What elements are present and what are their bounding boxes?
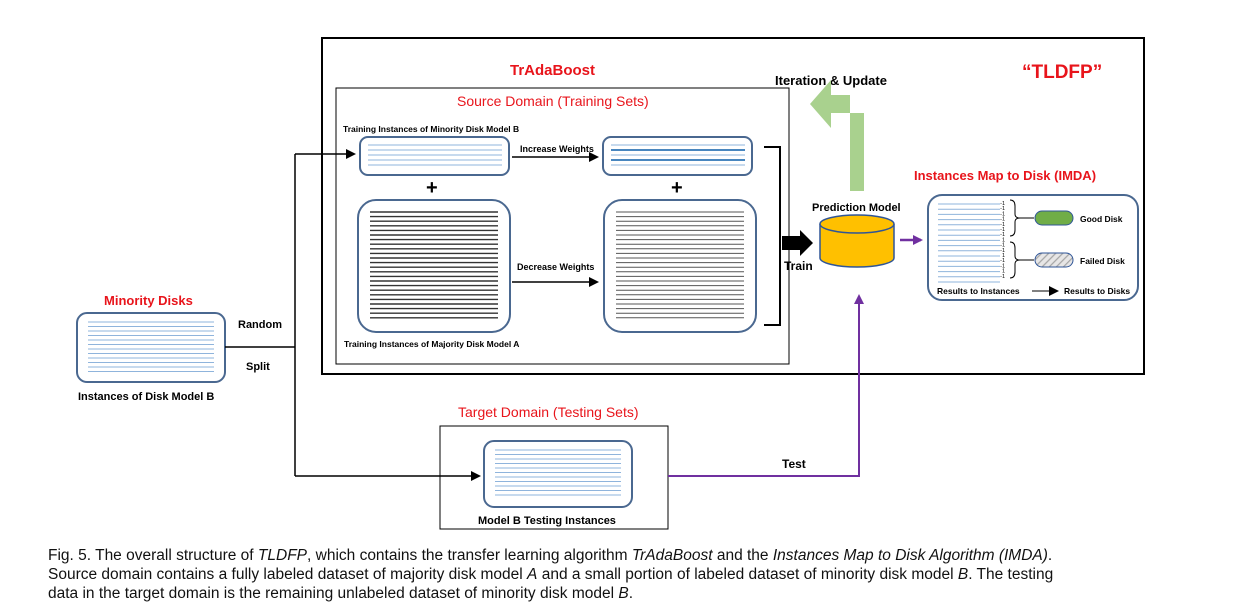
caption-line-3: data in the target domain is the remaini… bbox=[48, 585, 634, 602]
imda-value: 1 bbox=[1002, 237, 1005, 243]
imda-value: -1 bbox=[1000, 222, 1005, 228]
plus-icon-right: + bbox=[671, 177, 683, 199]
split-label: Split bbox=[246, 361, 270, 373]
source-domain-box bbox=[335, 87, 790, 365]
imda-value: -1 bbox=[1000, 201, 1005, 207]
instances-b-box bbox=[76, 312, 226, 383]
tradaboost-title: TrAdaBoost bbox=[510, 62, 595, 79]
target-domain-title: Target Domain (Testing Sets) bbox=[458, 404, 639, 420]
minority-disks-title: Minority Disks bbox=[104, 293, 193, 308]
tldfp-frame bbox=[321, 37, 1145, 375]
plus-icon-left: + bbox=[426, 177, 438, 199]
random-label: Random bbox=[238, 319, 282, 331]
instances-b-lines bbox=[88, 321, 214, 372]
results-to-disks-label: Results to Disks bbox=[1064, 286, 1130, 296]
imda-value: -1 bbox=[1000, 211, 1005, 217]
failed-disk-label: Failed Disk bbox=[1080, 256, 1125, 266]
training-bracket bbox=[764, 146, 781, 326]
imda-value: -1 bbox=[1000, 274, 1005, 280]
imda-value: -1 bbox=[1000, 217, 1005, 223]
imda-values: -1-1-1-1-1-1-11-1-11-1-11-1 bbox=[1000, 201, 1005, 280]
imda-value: -1 bbox=[1000, 227, 1005, 233]
testing-instances-box bbox=[483, 440, 633, 508]
source-domain-title: Source Domain (Training Sets) bbox=[457, 93, 649, 109]
imda-box bbox=[927, 194, 1139, 301]
prediction-model-label: Prediction Model bbox=[812, 202, 901, 214]
weighted-majority-lines bbox=[616, 211, 744, 319]
caption-line-1: Fig. 5. The overall structure of TLDFP, … bbox=[48, 547, 1053, 564]
imda-value: 1 bbox=[1002, 269, 1005, 275]
train-label: Train bbox=[784, 259, 813, 273]
testing-instances-label: Model B Testing Instances bbox=[478, 515, 616, 527]
results-to-instances-label: Results to Instances bbox=[937, 286, 1020, 296]
caption-line-2: Source domain contains a fully labeled d… bbox=[48, 566, 1054, 583]
minority-training-lines bbox=[368, 144, 502, 166]
imda-value: -1 bbox=[1000, 258, 1005, 264]
imda-value: -1 bbox=[1000, 232, 1005, 238]
imda-value: 1 bbox=[1002, 253, 1005, 259]
target-domain-box bbox=[439, 425, 669, 530]
weighted-majority-box bbox=[603, 199, 757, 333]
train-arrow bbox=[782, 230, 813, 256]
weighted-minority-box bbox=[602, 136, 753, 176]
increase-weights-label: Increase Weights bbox=[520, 144, 594, 154]
testing-instances-lines bbox=[495, 449, 621, 496]
tldfp-title: “TLDFP” bbox=[1022, 62, 1102, 83]
imda-value: -1 bbox=[1000, 243, 1005, 249]
instances-b-label: Instances of Disk Model B bbox=[78, 391, 214, 403]
imda-value: -1 bbox=[1000, 248, 1005, 254]
good-disk-label: Good Disk bbox=[1080, 214, 1123, 224]
tldfp-diagram: TrAdaBoost “TLDFP” Iteration & Update So… bbox=[76, 37, 1145, 530]
imda-title: Instances Map to Disk (IMDA) bbox=[914, 168, 1096, 183]
test-label: Test bbox=[782, 457, 806, 471]
imda-value: -1 bbox=[1000, 263, 1005, 269]
prediction-model-cylinder bbox=[819, 214, 895, 268]
majority-training-box bbox=[357, 199, 511, 333]
iteration-arrow bbox=[810, 80, 864, 191]
test-arrow bbox=[668, 294, 864, 477]
figure-caption: Fig. 5. The overall structure of TLDFP, … bbox=[48, 546, 1228, 603]
imda-value: -1 bbox=[1000, 206, 1005, 212]
majority-model-a-label: Training Instances of Majority Disk Mode… bbox=[344, 339, 519, 349]
failed-disk-icon bbox=[1034, 252, 1074, 268]
good-disk-icon bbox=[1034, 210, 1074, 226]
minority-training-box bbox=[359, 136, 510, 176]
majority-training-lines bbox=[370, 211, 498, 319]
decrease-weights-label: Decrease Weights bbox=[517, 262, 594, 272]
minority-model-b-label: Training Instances of Minority Disk Mode… bbox=[343, 124, 519, 134]
imda-instance-lines bbox=[938, 203, 1000, 283]
weighted-minority-lines bbox=[611, 144, 745, 166]
